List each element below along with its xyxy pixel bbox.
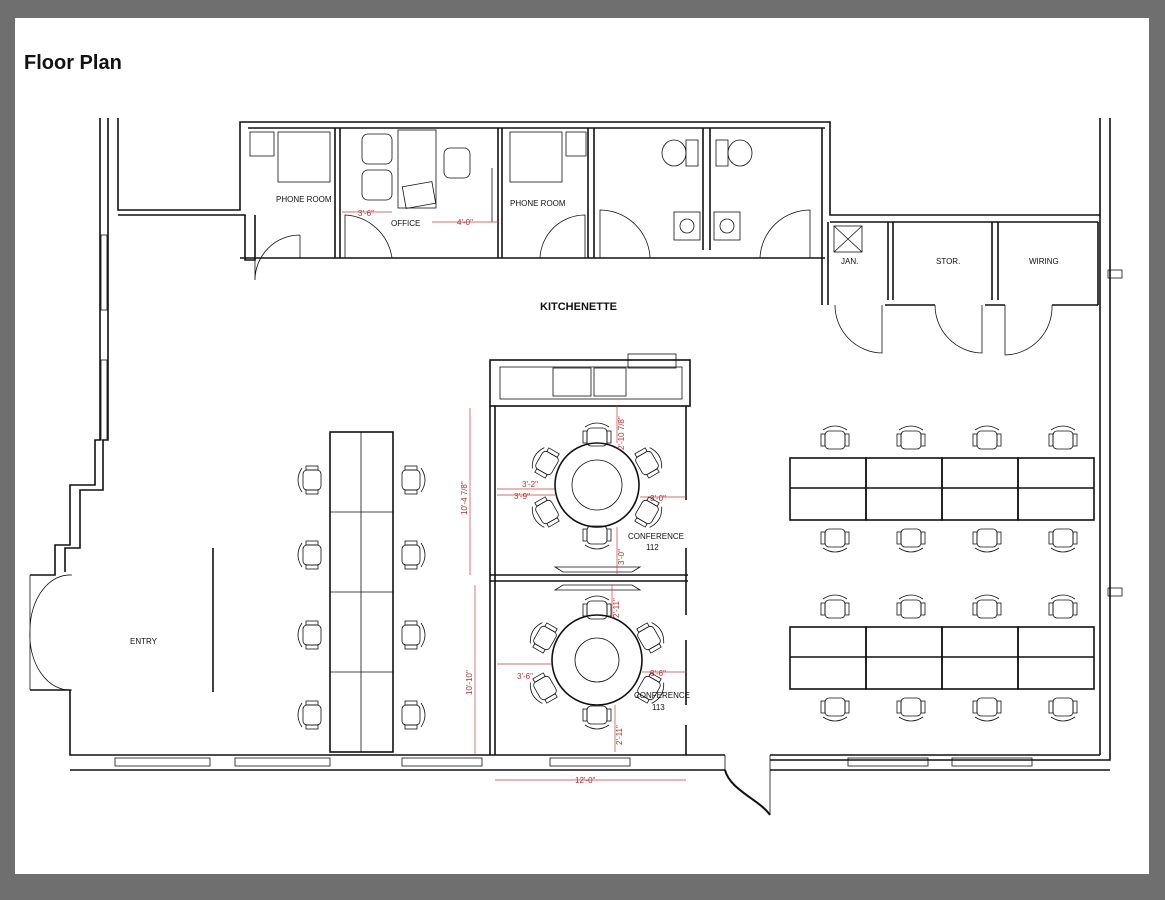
chair-icon [636,672,665,704]
chair-icon [529,622,558,654]
chair-icon [531,447,560,479]
chair-icon [582,525,612,550]
service-rooms: JAN. STOR. WIRING [827,221,1123,597]
exterior-walls [29,118,1111,816]
dim-conf113-right: 3'-6" [650,669,666,678]
chair-icon [1048,697,1078,722]
chair-icon [634,496,663,528]
chair-icon [401,465,426,495]
chair-icon [896,528,926,553]
room-label-phone-room-2: PHONE ROOM [510,199,566,208]
desk [865,626,943,690]
room-label-jan: JAN. [841,257,858,266]
desk [865,457,943,521]
dim-office-right: 4'-0" [457,218,473,227]
chair-icon [401,540,426,570]
chair-icon [820,594,850,619]
room-number-113: 113 [652,703,665,712]
workstations [297,422,1095,753]
chair-icon [1048,528,1078,553]
dim-conf112-left-b: 3'-9" [514,492,530,501]
dim-conf112-bottom: 3'-0" [617,549,626,565]
desk [789,626,867,690]
chair-icon [297,465,322,495]
chair-icon [1048,594,1078,619]
dim-conf113-height: 10'-10" [465,670,474,695]
desk [941,626,1019,690]
dim-conf-width: 12'-0" [575,776,596,785]
room-label-office: OFFICE [391,219,420,228]
chair-icon [820,697,850,722]
room-label-phone-room-1: PHONE ROOM [276,195,332,204]
desk [789,457,867,521]
chair-icon [297,620,322,650]
room-label-wiring: WIRING [1029,257,1059,266]
chair-icon [972,594,1002,619]
chair-icon [1048,425,1078,450]
chair-icon [529,672,558,704]
chair-icon [582,595,612,620]
dim-conf112-left-a: 3'-2" [522,480,538,489]
desk [1017,457,1095,521]
dim-conf112-right: 3'-0" [650,494,666,503]
chair-icon [636,622,665,654]
chair-icon [972,425,1002,450]
dim-office-left: 3'-6" [358,209,374,218]
dim-conf112-height: 10'-4 7/8" [460,481,469,515]
room-label-entry: ENTRY [130,637,158,646]
room-number-112: 112 [646,543,659,552]
dim-conf112-top: 2'-10 7/8" [617,416,626,450]
chair-icon [531,496,560,528]
room-label-conference-112: CONFERENCE [628,532,684,541]
desk [941,457,1019,521]
chair-icon [820,528,850,553]
chair-icon [401,700,426,730]
chair-icon [820,425,850,450]
chair-icon [896,594,926,619]
chair-icon [634,447,663,479]
room-label-conference-113: CONFERENCE [634,691,690,700]
chair-icon [582,705,612,730]
chair-icon [297,540,322,570]
room-label-stor: STOR. [936,257,960,266]
top-rooms: PHONE ROOM OFFICE PHONE ROOM 3'-6" 4'-0" [240,127,825,305]
dim-conf113-left: 3'-6" [517,672,533,681]
desk [1017,626,1095,690]
chair-icon [582,422,612,447]
room-label-kitchenette: KITCHENETTE [540,301,617,313]
chair-icon [896,425,926,450]
conference-rooms: CONFERENCE 112 CONFERENCE 113 3'-2" 3'-9… [460,353,691,785]
page-title: Floor Plan [24,52,122,74]
chair-icon [972,528,1002,553]
chair-icon [297,700,322,730]
chair-icon [896,697,926,722]
dim-conf113-bottom: 2'-11" [615,725,624,745]
dim-conf113-top: 2'-11" [612,598,621,618]
chair-icon [401,620,426,650]
chair-icon [972,697,1002,722]
